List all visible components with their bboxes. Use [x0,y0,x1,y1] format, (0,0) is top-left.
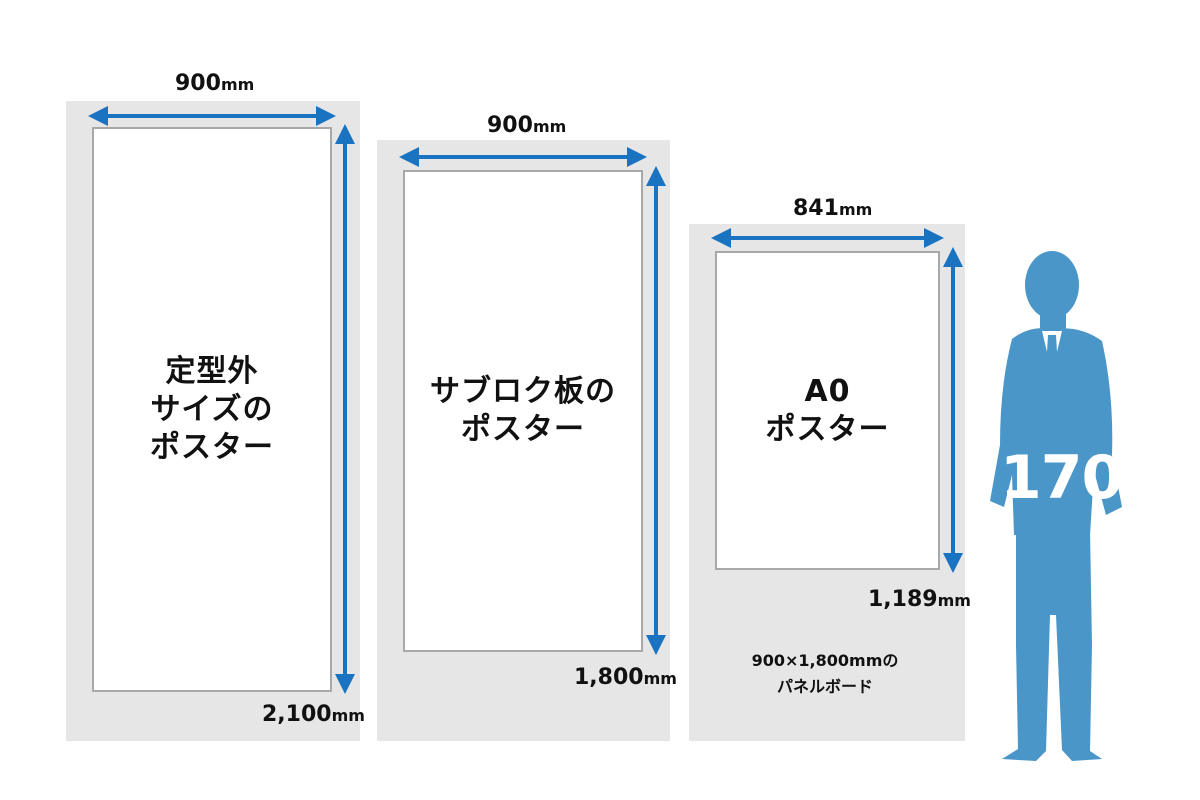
width-label: 841mm [793,196,873,221]
poster-label-line: 定型外 [165,353,259,389]
poster-label-line: サブロク板の [430,374,616,409]
height-label: 1,800mm [574,665,677,690]
poster-label-line: ポスター [765,411,890,447]
poster-label-line: サイズの [150,391,274,427]
poster-label-line: ポスター [150,429,274,465]
height-label: 1,189mm [868,587,971,612]
width-label: 900mm [175,71,255,96]
poster-saburoku: サブロク板の ポスター [403,170,643,652]
poster-custom-size: 定型外 サイズの ポスター [92,127,332,692]
poster-label-line: A0 [804,373,851,409]
poster-a0: A0 ポスター [715,251,940,570]
height-label: 2,100mm [262,702,365,727]
poster-label-line: ポスター [461,412,585,447]
person-height-label: 170cm [1000,443,1177,513]
width-label: 900mm [487,113,567,138]
panel-board-note: 900×1,800mmの パネルボード [751,651,899,696]
person-silhouette-icon [990,251,1122,761]
